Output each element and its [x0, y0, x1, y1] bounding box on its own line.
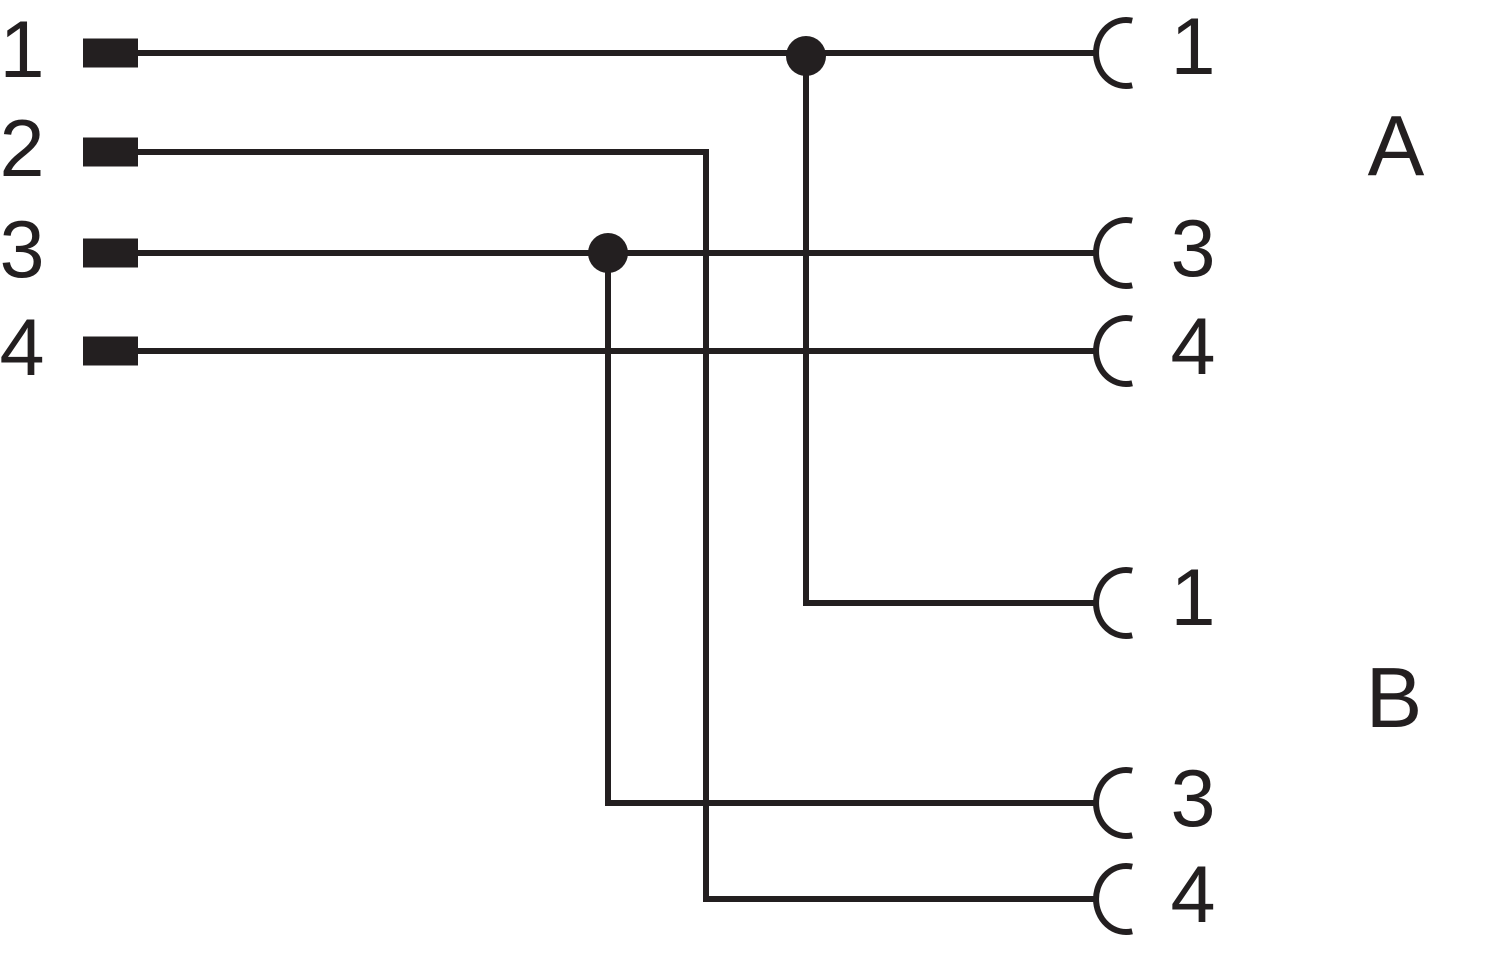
- source-pin-1-terminal-icon: [83, 38, 138, 68]
- connector-a-pin-3-label: 3: [1170, 204, 1215, 294]
- junction-dot-pin1-icon: [786, 36, 826, 76]
- source-pin-4-label: 4: [0, 303, 45, 393]
- connector-a-pin-1-label: 1: [1170, 2, 1215, 92]
- socket-a1-icon: [1093, 17, 1133, 89]
- connector-a-group-label: A: [1368, 99, 1425, 194]
- socket-a3-icon: [1093, 217, 1133, 289]
- source-pin-3-terminal-icon: [83, 238, 138, 268]
- source-pin-2-label: 2: [0, 104, 45, 194]
- socket-b1-icon: [1093, 567, 1133, 639]
- connector-b-pin-1-label: 1: [1170, 553, 1215, 643]
- socket-b3-icon: [1093, 767, 1133, 839]
- wire-pin3-branch-to-b3: [605, 253, 1096, 806]
- socket-b4-icon: [1093, 863, 1133, 935]
- source-pin-3-label: 3: [0, 205, 45, 295]
- wire-pin2-to-b4: [136, 149, 1096, 902]
- socket-a4-icon: [1093, 315, 1133, 387]
- connector-a-pin-4-label: 4: [1170, 302, 1215, 392]
- wire-pin1-branch-to-b1: [803, 53, 1096, 606]
- connector-b-group-label: B: [1366, 651, 1423, 746]
- junction-dot-pin3-icon: [588, 233, 628, 273]
- source-pin-4-terminal-icon: [83, 336, 138, 366]
- source-pin-1-label: 1: [0, 5, 45, 95]
- connector-b-pin-3-label: 3: [1170, 754, 1215, 844]
- source-pin-2-terminal-icon: [83, 137, 138, 167]
- connector-b-pin-4-label: 4: [1170, 850, 1215, 940]
